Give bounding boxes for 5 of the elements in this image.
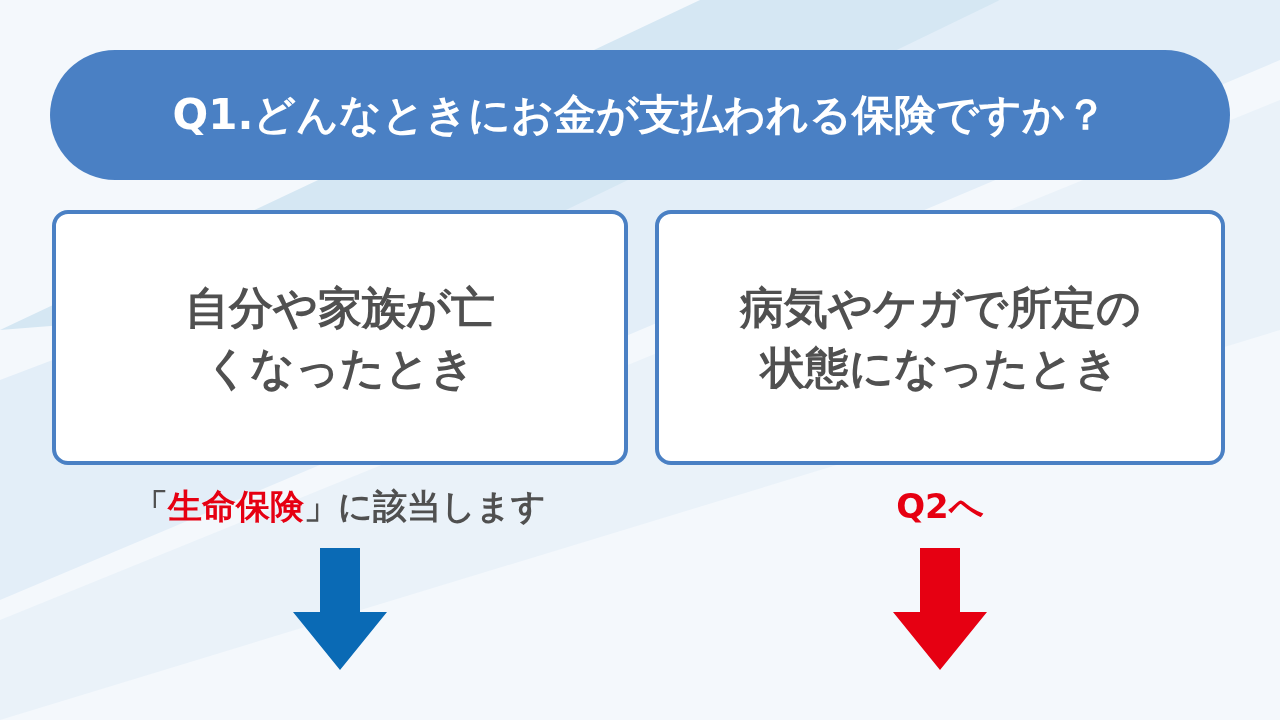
question-text: Q1.どんなときにお金が支払われる保険ですか？ <box>172 89 1108 141</box>
answer-text: 自分や家族が亡くなったとき <box>184 281 496 395</box>
answer-text: 病気やケガで所定の状態になったとき <box>738 281 1142 395</box>
result-note: 「生命保険」に該当します <box>133 485 547 528</box>
result-note: Q2へ <box>895 485 985 528</box>
